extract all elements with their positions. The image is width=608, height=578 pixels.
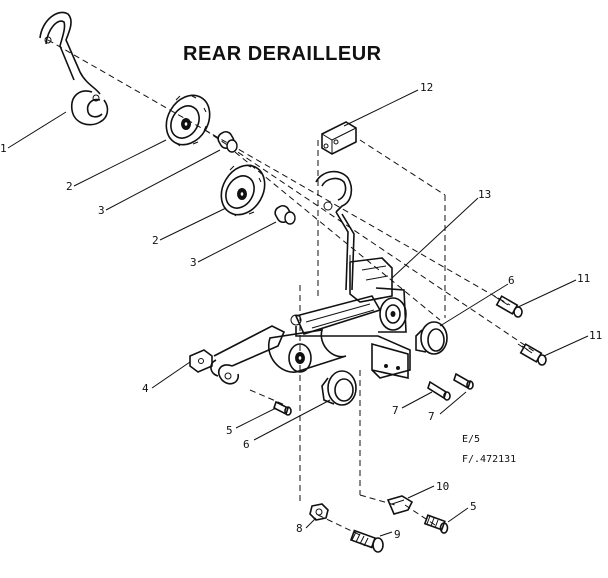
pulley-bushing-upper [217, 130, 238, 153]
callout-13: 13 [478, 188, 491, 201]
derailleur-body [290, 170, 411, 379]
reference-line-2: F/.472131 [462, 454, 516, 465]
adjuster-cap-lower [321, 370, 357, 406]
callout-4: 4 [142, 382, 149, 395]
callout-5-lower: 5 [470, 500, 477, 513]
callout-1: 1 [0, 142, 7, 155]
callout-11-upper: 11 [577, 272, 590, 285]
diagram-title: REAR DERAILLEUR [183, 43, 382, 65]
callout-labels: 1 2 3 2 3 12 13 6 11 11 4 5 6 7 7 10 8 9… [0, 81, 602, 541]
callout-7-left: 7 [392, 404, 399, 417]
callout-7-right: 7 [428, 410, 435, 423]
tension-screw [423, 514, 449, 534]
callout-5: 5 [226, 424, 233, 437]
tension-pulley-lower [220, 164, 266, 217]
mount-screws [427, 372, 474, 401]
pivot-bolt [349, 529, 384, 553]
callout-6-upper: 6 [508, 274, 515, 287]
adjust-screw-lower [517, 343, 547, 366]
jockey-pulley-upper [165, 94, 211, 147]
callout-6-lower: 6 [243, 438, 250, 451]
adjust-screw-upper [493, 295, 523, 318]
callout-2-lower: 2 [152, 234, 159, 247]
alignment-axes [47, 39, 536, 536]
hex-nut [309, 503, 329, 521]
callout-3-upper: 3 [98, 204, 105, 217]
cable-anchor-washer [189, 349, 213, 373]
limit-screw-small [273, 400, 292, 416]
callout-9: 9 [394, 528, 401, 541]
cable-clip [321, 121, 357, 155]
callout-2-upper: 2 [66, 180, 73, 193]
leader-lines [7, 89, 589, 537]
callout-11-lower: 11 [589, 329, 602, 342]
callout-3-lower: 3 [190, 256, 197, 269]
callout-10: 10 [436, 480, 449, 493]
adjuster-cap-upper [415, 321, 448, 355]
cable-guide-clip [386, 495, 414, 515]
pulley-bushing-lower [274, 204, 296, 225]
hanger-bracket [39, 11, 109, 126]
callout-12: 12 [420, 81, 433, 94]
reference-line-1: E/5 [462, 434, 480, 445]
pivot-cylinder [210, 325, 347, 385]
callout-8: 8 [296, 522, 303, 535]
